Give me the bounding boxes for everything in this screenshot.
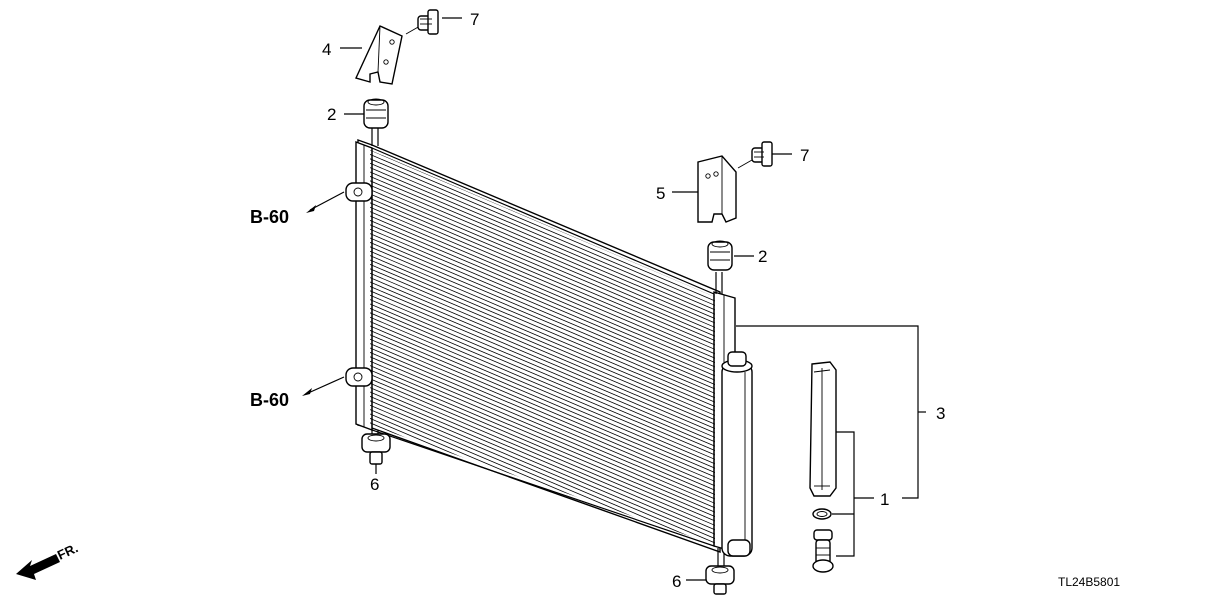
fin-line [370, 308, 715, 456]
fin-line [370, 233, 715, 381]
fin-line [370, 338, 715, 487]
fin-line [370, 316, 715, 465]
drawing-code: TL24B5801 [1058, 575, 1120, 589]
drain-plug [812, 529, 834, 573]
side-bracket [697, 155, 737, 223]
fin-line [370, 242, 715, 390]
receiver-dryer [721, 351, 753, 557]
fin-line [370, 237, 715, 386]
fin-line [370, 189, 715, 337]
callout-1: 1 [880, 490, 889, 509]
fin-line [370, 343, 715, 491]
callout-7-top: 7 [470, 10, 479, 29]
callout-4: 4 [322, 40, 331, 59]
fin-line [370, 228, 715, 377]
fin-line [370, 167, 715, 315]
fin-line [370, 264, 715, 412]
fin-line [370, 334, 715, 483]
fin-line [370, 312, 715, 461]
fin-line [370, 387, 715, 535]
fin-line [370, 224, 715, 373]
lower-cushion-right [705, 565, 735, 595]
fin-line [370, 294, 715, 443]
leader-lines [302, 17, 926, 581]
fin-line [370, 400, 715, 545]
fin-line [370, 365, 715, 513]
mount-boss-upper [345, 182, 373, 202]
fin-line [370, 369, 715, 518]
fin-line [370, 290, 715, 439]
callout-3: 3 [936, 404, 945, 423]
fin-line [370, 286, 715, 434]
fin-line [370, 281, 715, 430]
fin-line [370, 215, 715, 364]
fin-line [370, 303, 715, 452]
lower-cushion-left [361, 433, 391, 465]
fin-line [370, 259, 715, 408]
o-ring [812, 508, 832, 520]
fin-line [370, 255, 715, 403]
callout-6-left: 6 [370, 475, 379, 494]
fin-line [370, 176, 715, 324]
fin-line [370, 162, 715, 311]
fin-line [370, 198, 715, 346]
fin-line [370, 396, 715, 544]
fin-line [370, 378, 715, 527]
callout-5: 5 [656, 184, 665, 203]
fin-line [370, 193, 715, 342]
fin-line [370, 347, 715, 496]
fin-line [370, 184, 715, 333]
bolt-right [737, 141, 773, 169]
callout-2-top: 2 [327, 105, 336, 124]
condenser-core [345, 128, 736, 566]
fin-line [370, 374, 715, 522]
fin-line [370, 277, 715, 425]
upper-bracket [355, 25, 403, 85]
desiccant-cartridge [809, 361, 837, 497]
fin-line [370, 382, 715, 531]
bolt-upper [405, 9, 439, 35]
mount-boss-lower [345, 367, 373, 387]
fin-line [370, 202, 715, 351]
fin-line [370, 321, 715, 469]
fin-line [370, 352, 715, 500]
fin-line [370, 391, 715, 540]
front-direction-label: FR. [55, 540, 80, 562]
reference-b60-upper: B-60 [250, 207, 289, 227]
fin-line [370, 299, 715, 447]
fin-line [370, 211, 715, 359]
front-direction-arrow: FR. [16, 540, 80, 580]
fin-line [370, 206, 715, 355]
upper-cushion-left [363, 98, 389, 129]
fin-line [370, 272, 715, 421]
fin-line [370, 268, 715, 417]
upper-cushion-right [707, 240, 733, 271]
callout-2-right: 2 [758, 247, 767, 266]
fin-line [370, 325, 715, 474]
fin-line [370, 154, 715, 302]
fin-line [370, 171, 715, 320]
fin-line [370, 330, 715, 478]
fin-line [370, 356, 715, 505]
reference-b60-lower: B-60 [250, 390, 289, 410]
fin-line [370, 246, 715, 395]
fin-line [370, 360, 715, 509]
callout-6-bottom: 6 [672, 572, 681, 591]
fin-line [370, 250, 715, 399]
callout-7-right: 7 [800, 146, 809, 165]
fin-line [370, 220, 715, 368]
fin-line [370, 158, 715, 307]
fin-line [370, 180, 715, 329]
condenser-fins [370, 150, 715, 545]
